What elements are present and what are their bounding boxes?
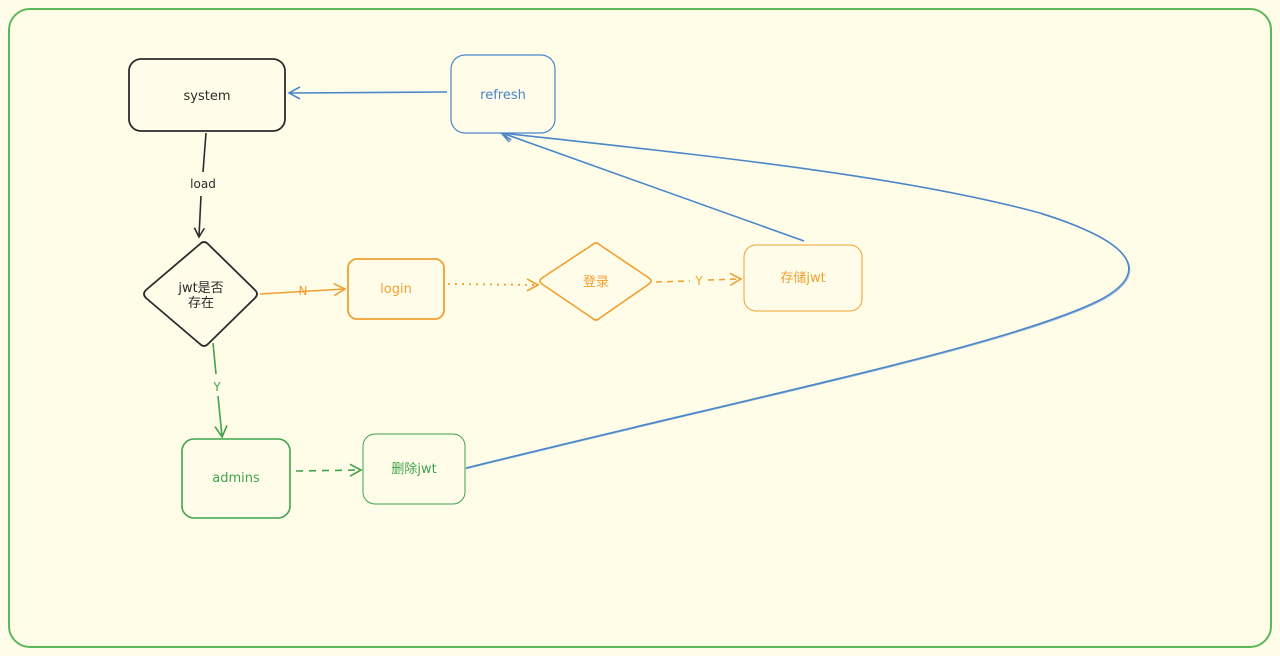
node-label-store-jwt: 存储jwt xyxy=(780,271,825,286)
node-jwt-check[interactable]: jwt是否 存在 xyxy=(143,241,258,347)
node-store-jwt[interactable]: 存储jwt xyxy=(743,244,863,312)
edge-load[interactable]: load xyxy=(190,132,216,239)
node-delete-jwt[interactable]: 删除jwt xyxy=(362,433,466,505)
node-admins[interactable]: admins xyxy=(181,438,291,519)
edge-label-yes-admins: Y xyxy=(212,380,221,394)
node-label-login-decision: 登录 xyxy=(583,275,609,290)
node-label-jwt-check-line1: jwt是否 xyxy=(177,281,223,296)
node-system[interactable]: system xyxy=(128,58,286,132)
node-label-delete-jwt: 删除jwt xyxy=(391,462,436,477)
edge-delete-to-refresh[interactable] xyxy=(465,127,1131,470)
edge-store-to-refresh[interactable] xyxy=(499,129,805,242)
edge-refresh-to-system[interactable] xyxy=(287,86,448,100)
edge-label-yes-login: Y xyxy=(694,274,703,288)
node-label-system: system xyxy=(184,89,231,104)
node-label-login: login xyxy=(380,282,412,297)
node-label-refresh: refresh xyxy=(480,88,526,103)
edge-label-load: load xyxy=(190,177,216,191)
edge-no[interactable]: N xyxy=(259,282,347,298)
node-login-decision[interactable]: 登录 xyxy=(539,242,652,321)
edge-label-no: N xyxy=(299,284,308,298)
edge-yes-login[interactable]: Y xyxy=(655,272,743,288)
edge-admins-to-delete[interactable] xyxy=(295,463,363,477)
edge-yes-admins[interactable]: Y xyxy=(212,342,228,439)
node-label-admins: admins xyxy=(212,471,260,486)
node-label-jwt-check-line2: 存在 xyxy=(188,296,214,311)
edge-login-to-decision[interactable] xyxy=(447,278,540,292)
node-refresh[interactable]: refresh xyxy=(450,54,556,134)
node-login[interactable]: login xyxy=(347,258,445,320)
